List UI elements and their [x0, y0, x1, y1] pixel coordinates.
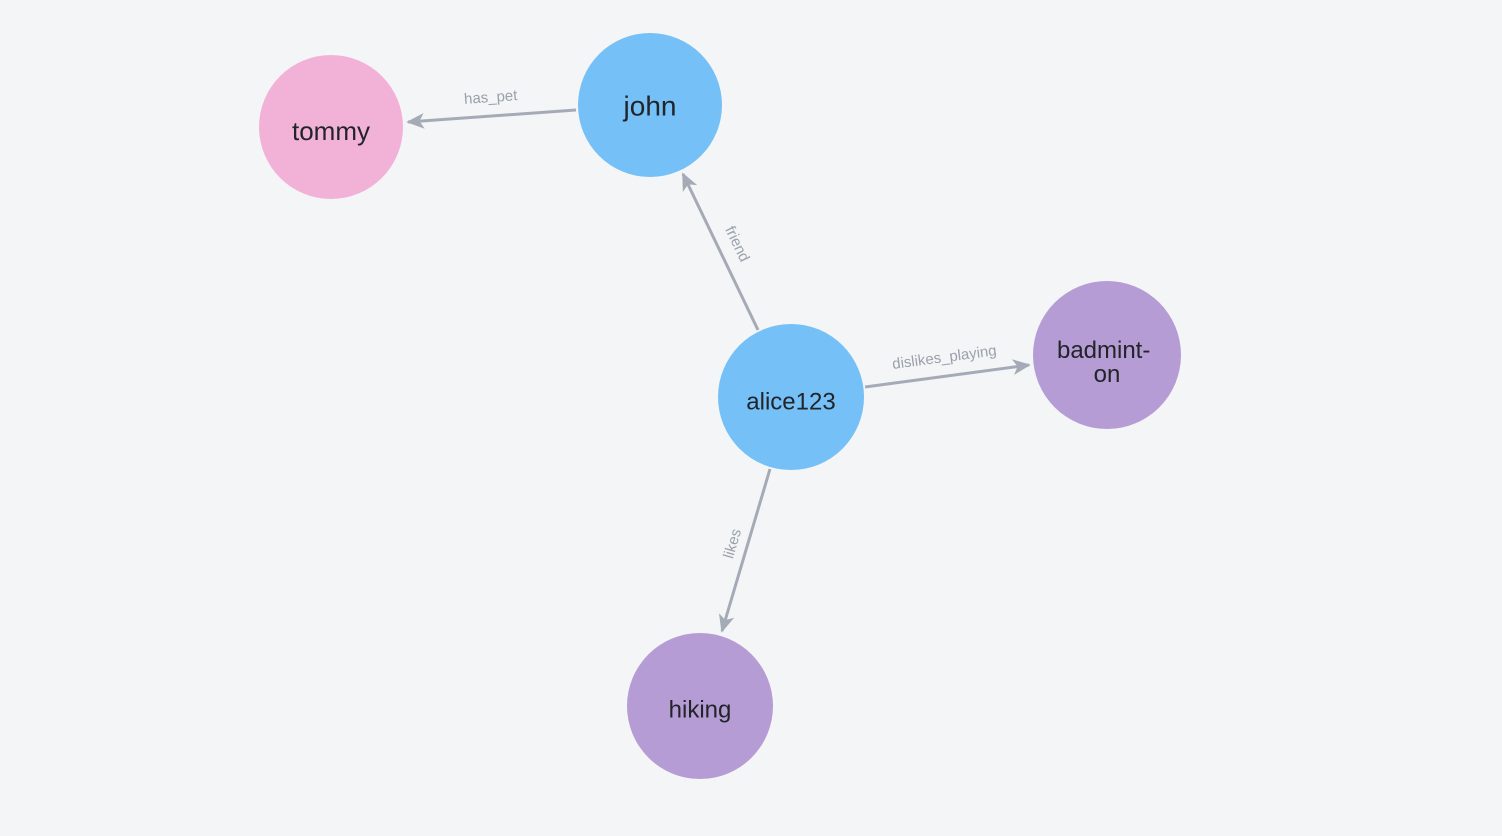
edge-line-friend[interactable]: [681, 172, 760, 331]
node-circle-badminton[interactable]: [1033, 281, 1181, 429]
edge-has-pet: has_pet: [406, 87, 577, 129]
node-hiking: hiking: [627, 633, 773, 779]
node-circle-hiking[interactable]: [627, 633, 773, 779]
node-circle-alice123[interactable]: [718, 324, 864, 470]
node-john: john: [578, 33, 722, 177]
edge-friend: friend: [681, 172, 760, 331]
node-circle-john[interactable]: [578, 33, 722, 177]
edge-line-dislikes-playing[interactable]: [864, 359, 1031, 389]
node-badminton: badmint- on: [1033, 281, 1181, 429]
edge-label-likes[interactable]: likes: [720, 527, 745, 561]
edge-line-likes[interactable]: [719, 468, 772, 633]
node-tommy: tommy: [259, 55, 403, 199]
edge-likes: likes: [719, 468, 772, 633]
node-alice123: alice123: [718, 324, 864, 470]
edge-label-has-pet[interactable]: has_pet: [463, 87, 518, 108]
edge-line-has-pet[interactable]: [406, 108, 577, 129]
node-circle-tommy[interactable]: [259, 55, 403, 199]
edge-dislikes-playing: dislikes_playing: [864, 342, 1031, 389]
edge-label-dislikes-playing[interactable]: dislikes_playing: [891, 342, 997, 373]
edge-label-friend[interactable]: friend: [721, 223, 753, 264]
